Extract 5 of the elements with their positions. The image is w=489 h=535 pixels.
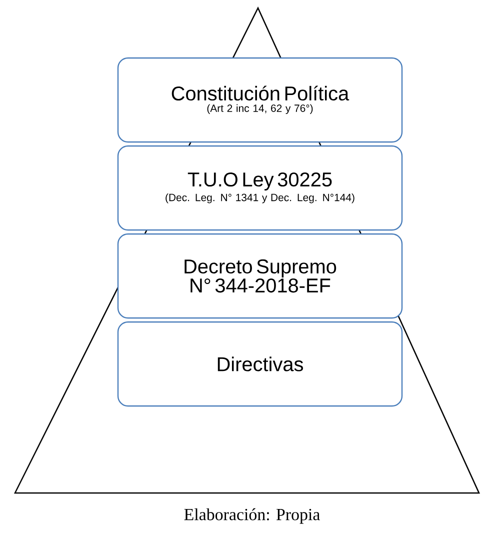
rounded-box: T.U.O Ley 30225 (Dec. Leg. N° 1341 y Dec. Leg. N°144) (117, 145, 403, 231)
rounded-box: Decreto Supremo N° 344-2018-EF (117, 233, 403, 319)
rounded-box: Directivas (117, 321, 403, 407)
caption: Elaboración: Propia (184, 508, 320, 524)
rounded-box: Constitución Política (Art 2 inc 14, 62 y 76°) (117, 57, 403, 143)
